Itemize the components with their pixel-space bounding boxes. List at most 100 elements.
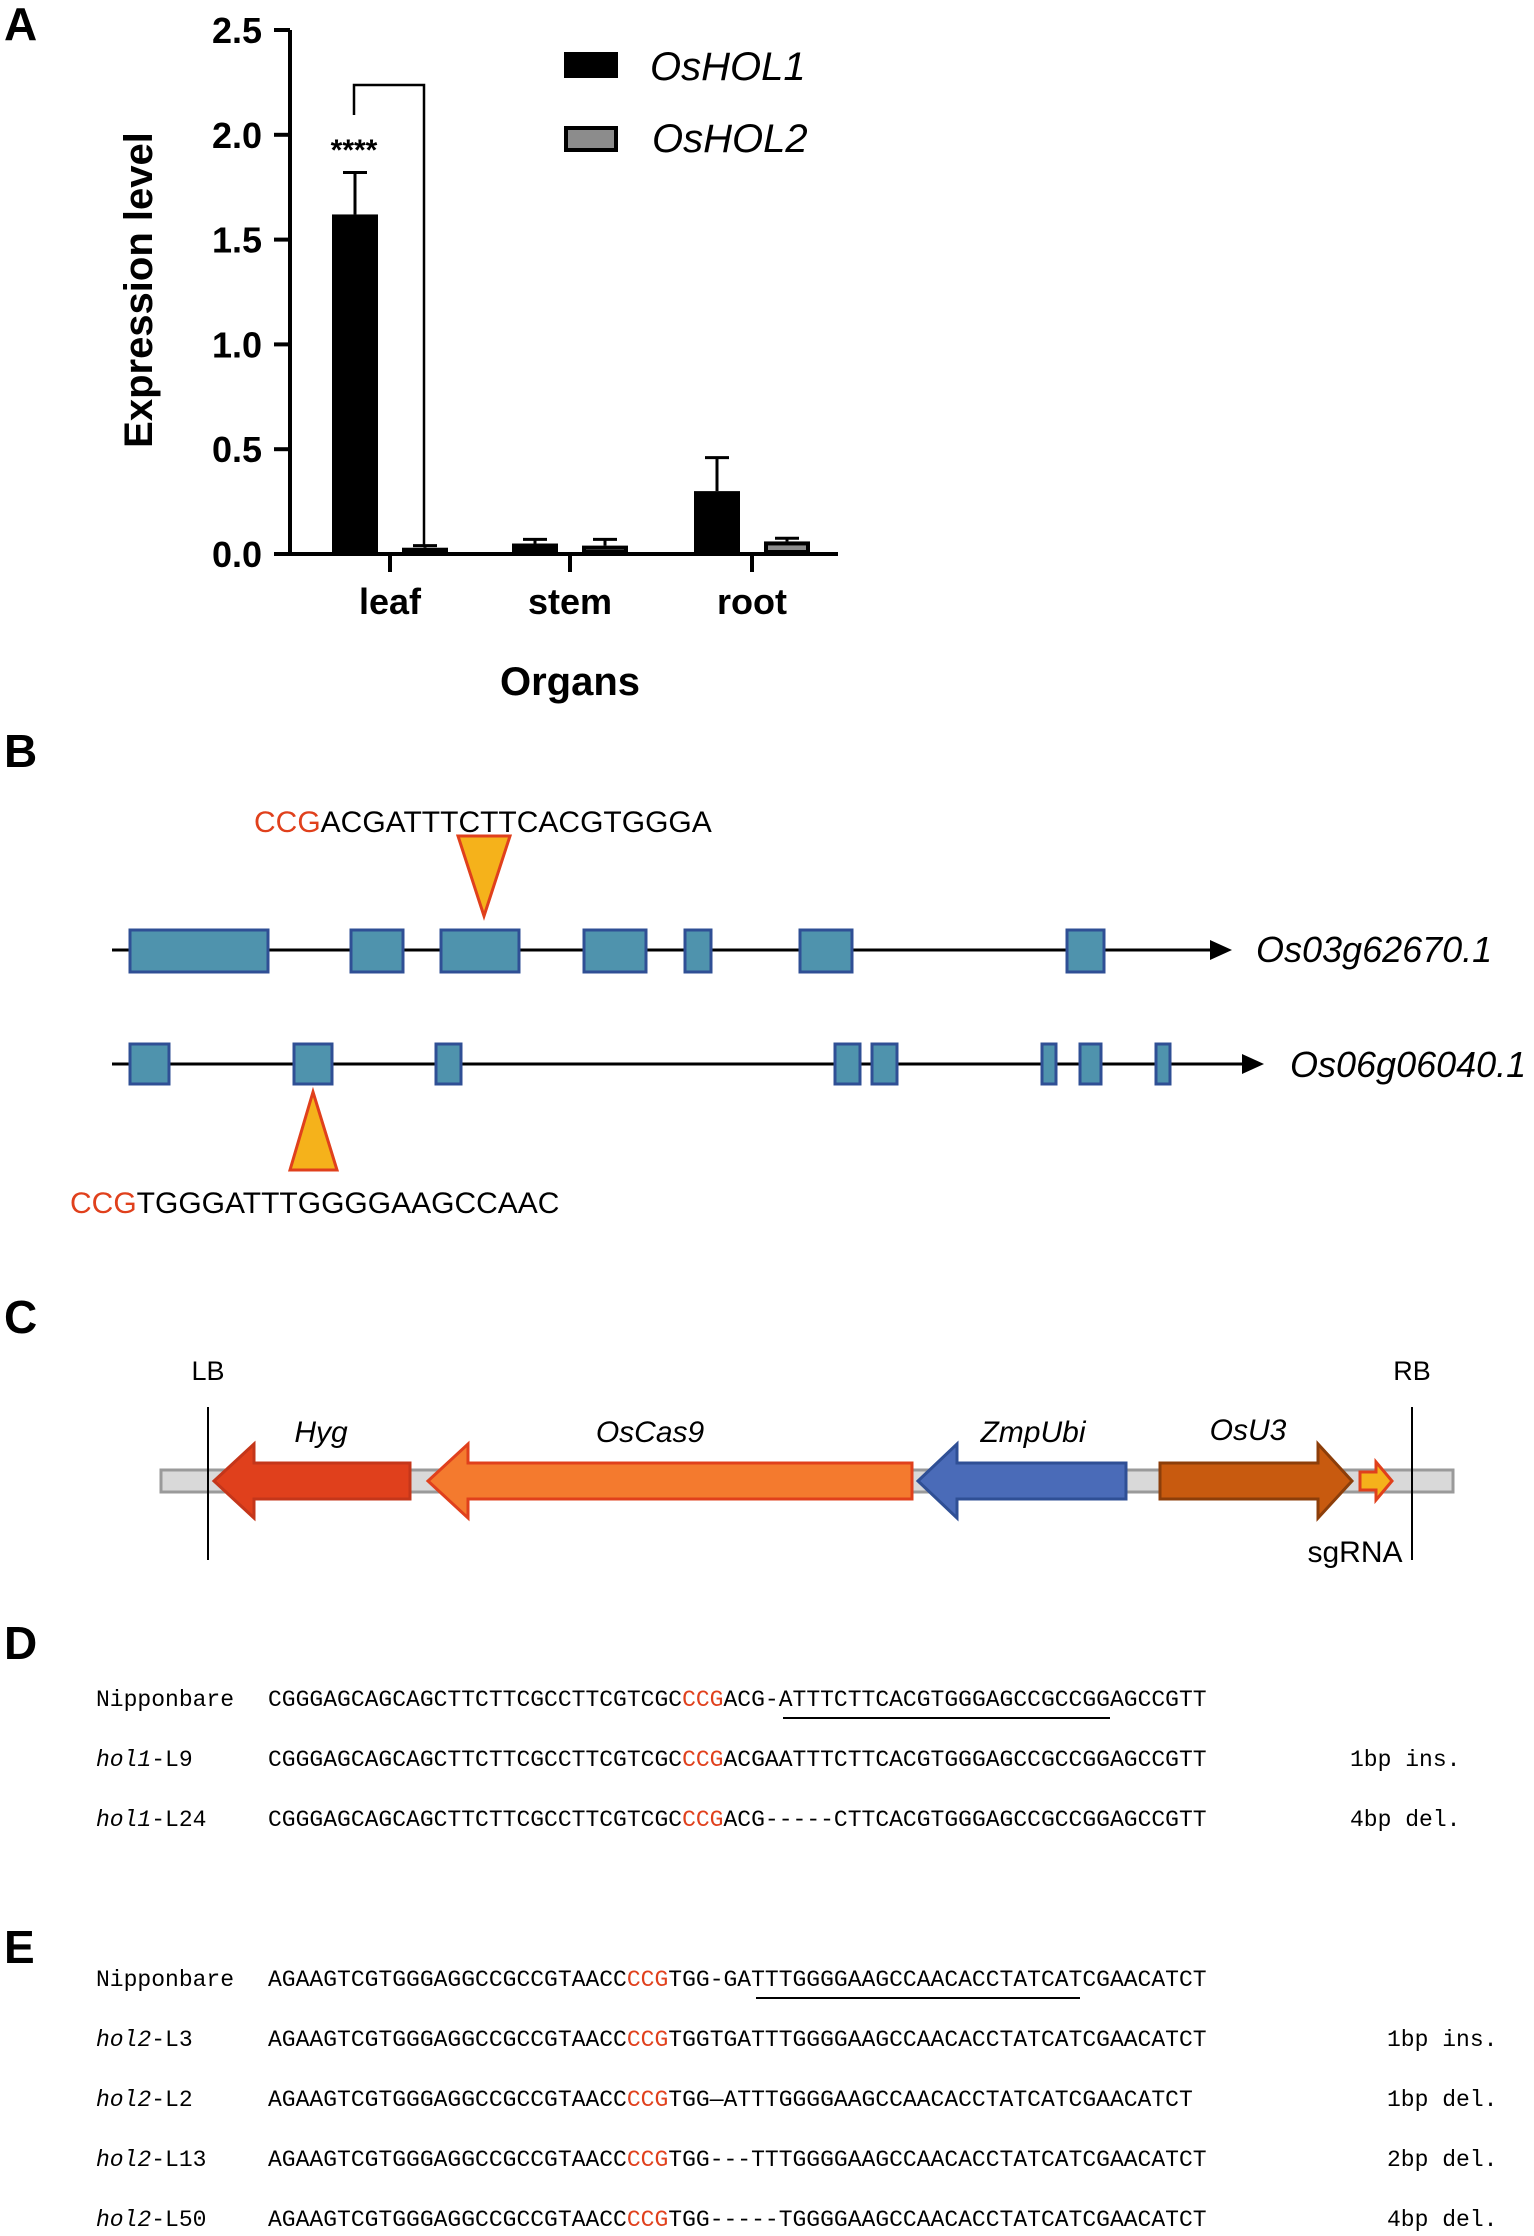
sequence: CGGGAGCAGCAGCTTCTTCGCCTTCGTCGCCCGACGAATT… — [268, 1747, 1207, 1773]
gene2-arrowhead — [1242, 1054, 1264, 1074]
gene2-exon — [1154, 1042, 1172, 1086]
gene2-exon — [870, 1042, 899, 1086]
mutation-note: 2bp del. — [1387, 2147, 1497, 2173]
bar-stem-series-2 — [582, 545, 628, 555]
bar-leaf-series-2 — [402, 547, 448, 554]
bar-chart: 0.0 0.5 1.0 1.5 2.0 2.5 leaf stem root **** Exp… — [117, 10, 838, 704]
osu3-label: OsU3 — [1210, 1414, 1287, 1447]
panel-label-d: D — [4, 1617, 37, 1669]
gene-structure-1: CCGACGATTTCTTCACGTGGGA Os03g62670.1 — [112, 806, 1492, 974]
sample-name: hol1-L24 — [96, 1807, 206, 1833]
gene2-exon — [1078, 1042, 1103, 1086]
legend-label-series-1: OsHOL1 — [650, 45, 806, 89]
sample-name: hol1-L9 — [96, 1747, 193, 1773]
gene1-exon — [128, 928, 270, 974]
gene1-target-marker — [455, 834, 513, 921]
gene2-target-sequence: CCGTGGGATTTGGGGAAGCCAAC — [70, 1187, 559, 1220]
x-tick-label: root — [717, 581, 787, 622]
gene2-pam: CCG — [70, 1187, 137, 1220]
sample-name: hol2-L2 — [96, 2087, 193, 2113]
gene1-exon — [1065, 928, 1106, 974]
sample-name: Nipponbare — [96, 1967, 234, 1993]
gene2-target-marker — [287, 1086, 340, 1172]
mutation-note: 4bp del. — [1387, 2207, 1497, 2233]
sequence: AGAAGTCGTGGGAGGCCGCCGTAACCCCGTGG-GATTTGG… — [268, 1967, 1207, 1993]
gene2-exon — [833, 1042, 862, 1086]
gene1-name: Os03g62670.1 — [1256, 929, 1492, 970]
osu3-arrow — [1158, 1440, 1355, 1522]
sequence: CGGGAGCAGCAGCTTCTTCGCCTTCGTCGCCCGACG-ATT… — [268, 1687, 1207, 1713]
panel-label-c: C — [4, 1291, 37, 1343]
gene-structure-2: Os06g06040.1 CCGTGGGATTTGGGGAAGCCAAC — [70, 1042, 1526, 1220]
panel-label-e: E — [4, 1921, 35, 1973]
gene2-exon — [292, 1042, 334, 1086]
oscas9-arrow — [425, 1440, 914, 1522]
gene1-pam: CCG — [254, 806, 321, 839]
y-tick-label: 0.0 — [212, 534, 262, 575]
gene1-arrowhead — [1210, 940, 1232, 960]
gene2-exon — [1040, 1042, 1058, 1086]
zmpubi-arrow — [915, 1440, 1128, 1522]
x-ticks: leaf stem root — [359, 554, 787, 622]
hyg-arrow — [211, 1440, 412, 1522]
significance-bracket — [352, 83, 426, 545]
x-axis-title: Organs — [500, 660, 640, 704]
gene1-exon — [439, 928, 521, 974]
sequence: AGAAGTCGTGGGAGGCCGCCGTAACCCCGTGG---TTTGG… — [268, 2147, 1207, 2173]
bars — [332, 171, 810, 555]
gene2-exon — [434, 1042, 463, 1086]
sample-name: hol2-L13 — [96, 2147, 206, 2173]
y-ticks: 0.0 0.5 1.0 1.5 2.0 2.5 — [212, 10, 290, 575]
gene1-exon — [349, 928, 405, 974]
lb-label: LB — [191, 1356, 224, 1386]
y-tick-label: 1.5 — [212, 220, 262, 261]
legend-swatch-series-2 — [564, 126, 618, 152]
gene2-target: TGGGATTTGGGGAAGCCAAC — [137, 1187, 560, 1220]
mutation-note: 1bp ins. — [1350, 1747, 1460, 1773]
gene1-exon — [582, 928, 648, 974]
bar-leaf-series-1 — [332, 214, 378, 554]
mutation-note: 1bp del. — [1387, 2087, 1497, 2113]
y-tick-label: 0.5 — [212, 429, 262, 470]
mutation-note: 4bp del. — [1350, 1807, 1460, 1833]
significance-stars: **** — [331, 134, 378, 167]
x-tick-label: stem — [528, 581, 612, 622]
gene1-exon — [798, 928, 854, 974]
gene1-target-sequence: CCGACGATTTCTTCACGTGGGA — [254, 806, 712, 839]
y-tick-label: 2.0 — [212, 115, 262, 156]
bar-root-series-1 — [694, 491, 740, 554]
gene2-exon — [128, 1042, 171, 1086]
rb-label: RB — [1393, 1356, 1431, 1386]
gene1-exons — [128, 928, 1106, 974]
y-tick-label: 2.5 — [212, 10, 262, 51]
legend-label-series-2: OsHOL2 — [652, 117, 808, 161]
gene1-target: ACGATTTCTTCACGTGGGA — [321, 806, 712, 839]
sgrna-arrow — [1358, 1457, 1394, 1505]
sequence: CGGGAGCAGCAGCTTCTTCGCCTTCGTCGCCCGACG----… — [268, 1807, 1207, 1833]
x-tick-label: leaf — [359, 581, 422, 622]
zmpubi-label: ZmpUbi — [979, 1416, 1086, 1449]
panel-label-a: A — [4, 0, 37, 50]
y-axis-title: Expression level — [117, 132, 161, 448]
gene2-name: Os06g06040.1 — [1290, 1044, 1526, 1085]
gene1-exon — [683, 928, 713, 974]
sequence: AGAAGTCGTGGGAGGCCGCCGTAACCCCGTGG—ATTTGGG… — [268, 2087, 1193, 2113]
sequence: AGAAGTCGTGGGAGGCCGCCGTAACCCCGTGG-----TGG… — [268, 2207, 1207, 2233]
sample-name: hol2-L3 — [96, 2027, 193, 2053]
y-tick-label: 1.0 — [212, 324, 262, 365]
sgrna-label: sgRNA — [1307, 1536, 1402, 1569]
sample-name: Nipponbare — [96, 1687, 234, 1713]
sample-name: hol2-L50 — [96, 2207, 206, 2233]
bar-root-series-2 — [764, 541, 810, 555]
legend-swatch-series-1 — [564, 52, 618, 78]
bar-stem-series-1 — [512, 543, 558, 554]
sequence: AGAAGTCGTGGGAGGCCGCCGTAACCCCGTGGTGATTTGG… — [268, 2027, 1207, 2053]
hyg-label: Hyg — [294, 1416, 348, 1449]
gene2-exons — [128, 1042, 1172, 1086]
construct-diagram: LB RB Hyg OsCas9 ZmpUbi OsU3 sgRNA — [159, 1356, 1455, 1569]
mutation-note: 1bp ins. — [1387, 2027, 1497, 2053]
legend: OsHOL1 OsHOL2 — [564, 45, 808, 161]
